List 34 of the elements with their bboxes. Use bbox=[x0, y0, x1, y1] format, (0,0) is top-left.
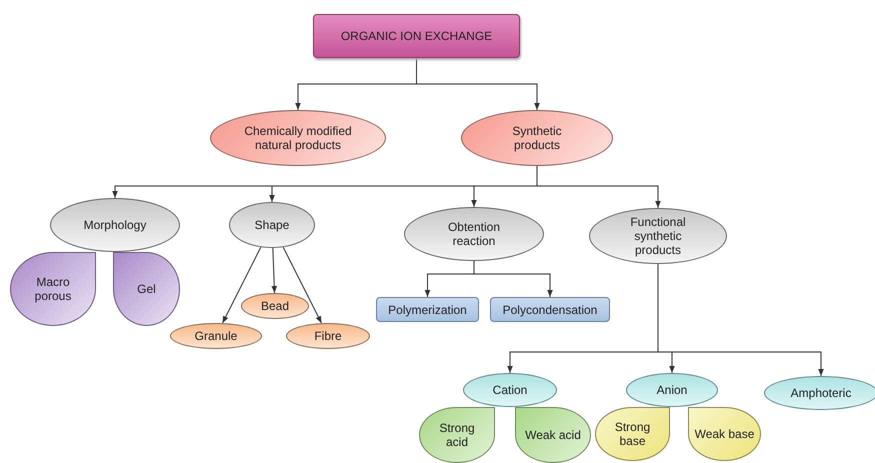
node-label: Fibre bbox=[313, 329, 343, 343]
node-label: Amphoteric bbox=[790, 386, 852, 400]
node-label: Polymerization bbox=[387, 302, 468, 316]
arrow bbox=[222, 246, 262, 324]
process-box bbox=[376, 297, 479, 322]
arrow bbox=[658, 264, 824, 376]
category-ellipse bbox=[241, 293, 309, 319]
node-label: ORGANIC ION EXCHANGE bbox=[340, 29, 494, 43]
node-label: Bead bbox=[260, 299, 290, 313]
node-label: Weak acid bbox=[524, 428, 582, 442]
arrow bbox=[536, 166, 661, 208]
node-label: Gel bbox=[136, 282, 157, 296]
node-label: Obtention reaction bbox=[446, 220, 502, 248]
process-box bbox=[490, 297, 610, 322]
process-box bbox=[313, 14, 520, 58]
leaf-shape bbox=[419, 407, 495, 463]
node-label: Macro porous bbox=[34, 275, 72, 303]
node-label: Chemically modified natural products bbox=[243, 124, 353, 152]
node-label: Cation bbox=[492, 383, 528, 397]
arrow bbox=[282, 246, 322, 324]
category-ellipse bbox=[764, 376, 875, 410]
node-label: Granule bbox=[194, 329, 238, 343]
arrow bbox=[271, 248, 278, 294]
node-label: Shape bbox=[254, 218, 290, 232]
node-label: Strong base bbox=[614, 420, 652, 448]
node-label: Weak base bbox=[694, 427, 754, 441]
arrow bbox=[416, 58, 540, 110]
node-label: Anion bbox=[656, 383, 688, 397]
node-label: Morphology bbox=[82, 218, 148, 232]
leaf-shape bbox=[515, 407, 591, 463]
node-label: Strong acid bbox=[438, 421, 476, 449]
node-label: Functional synthetic products bbox=[629, 215, 687, 257]
node-label: Polycondensation bbox=[502, 302, 598, 316]
node-label: Synthetic products bbox=[511, 124, 563, 152]
